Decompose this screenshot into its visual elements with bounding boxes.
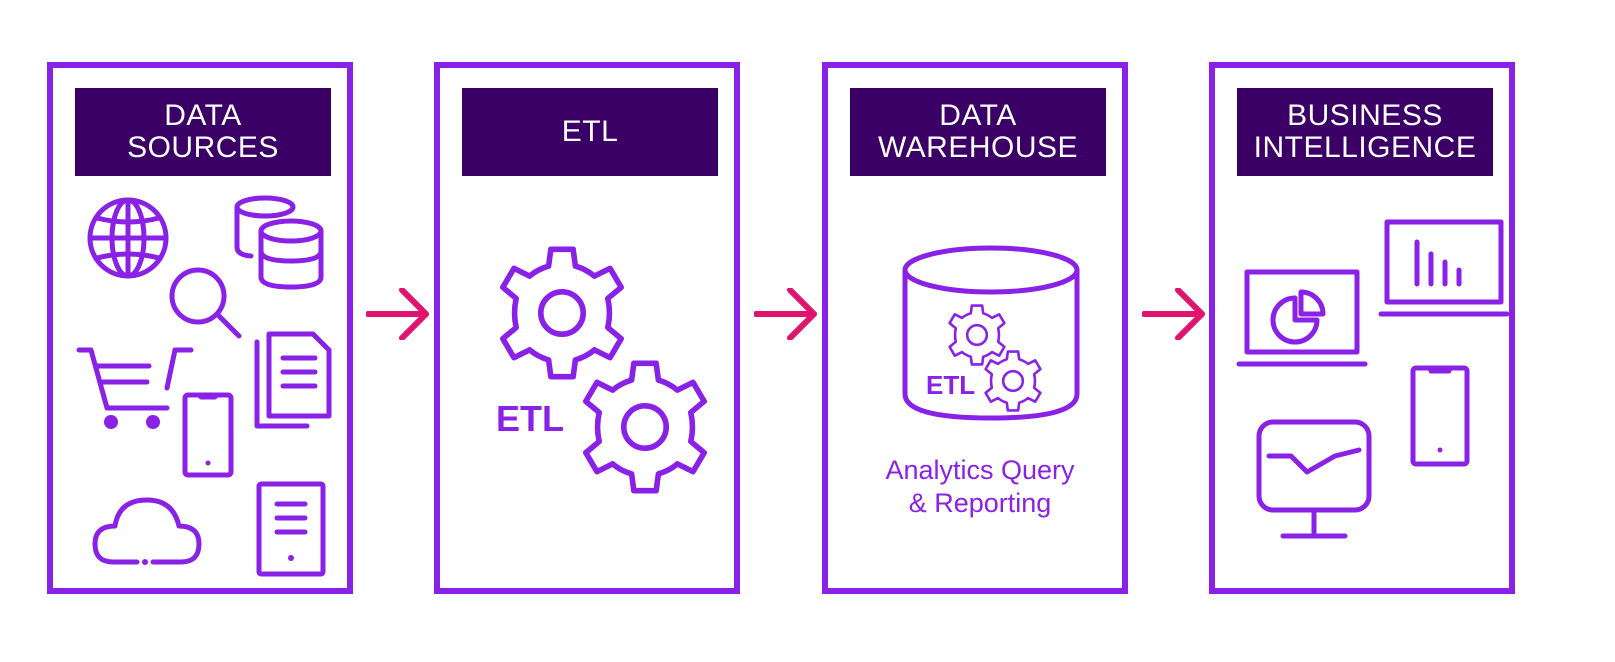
globe-icon (87, 197, 169, 279)
database-cylinder-icon (902, 245, 1080, 421)
arrow-right-icon (754, 288, 817, 340)
panel-title-line2: WAREHOUSE (877, 131, 1079, 164)
panel-header: DATA WAREHOUSE (850, 88, 1106, 176)
panel-title-line2: SOURCES (127, 131, 279, 164)
panel-title-line1: DATA (939, 99, 1017, 132)
laptop-bar-chart-icon (1378, 219, 1510, 317)
panel-header: BUSINESS INTELLIGENCE (1237, 88, 1493, 176)
search-icon (169, 267, 242, 339)
panel-title-line1: DATA (164, 99, 242, 132)
caption: Analytics Query & Reporting (848, 454, 1112, 520)
mobile-phone-icon (182, 392, 234, 478)
panel-business-intelligence: BUSINESS INTELLIGENCE (1209, 62, 1515, 594)
panel-data-warehouse: DATA WAREHOUSE ETL Analytics Query & Rep… (822, 62, 1128, 594)
panel-header: ETL (462, 88, 718, 176)
monitor-line-chart-icon (1256, 419, 1372, 539)
caption-line1: Analytics Query (885, 455, 1075, 485)
etl-label: ETL (496, 398, 564, 439)
database-icon (234, 195, 324, 290)
arrow-right-icon (1142, 288, 1205, 340)
panel-data-sources: DATA SOURCES (47, 62, 353, 594)
mobile-phone-icon (1410, 365, 1470, 467)
etl-label: ETL (926, 370, 976, 400)
gear-icon (984, 350, 1042, 412)
panel-etl: ETL ETL (434, 62, 740, 594)
documents-icon (254, 331, 332, 429)
laptop-pie-chart-icon (1236, 269, 1368, 367)
panel-header: DATA SOURCES (75, 88, 331, 176)
tablet-document-icon (256, 481, 326, 577)
arrow-right-icon (366, 288, 429, 340)
cloud-icon (92, 497, 202, 565)
panel-title-line1: BUSINESS (1287, 99, 1443, 132)
gear-icon (578, 360, 712, 494)
shopping-cart-icon (76, 347, 194, 429)
panel-title-line1: ETL (561, 115, 619, 148)
caption-line2: & Reporting (908, 488, 1052, 518)
panel-title-line2: INTELLIGENCE (1253, 131, 1477, 164)
